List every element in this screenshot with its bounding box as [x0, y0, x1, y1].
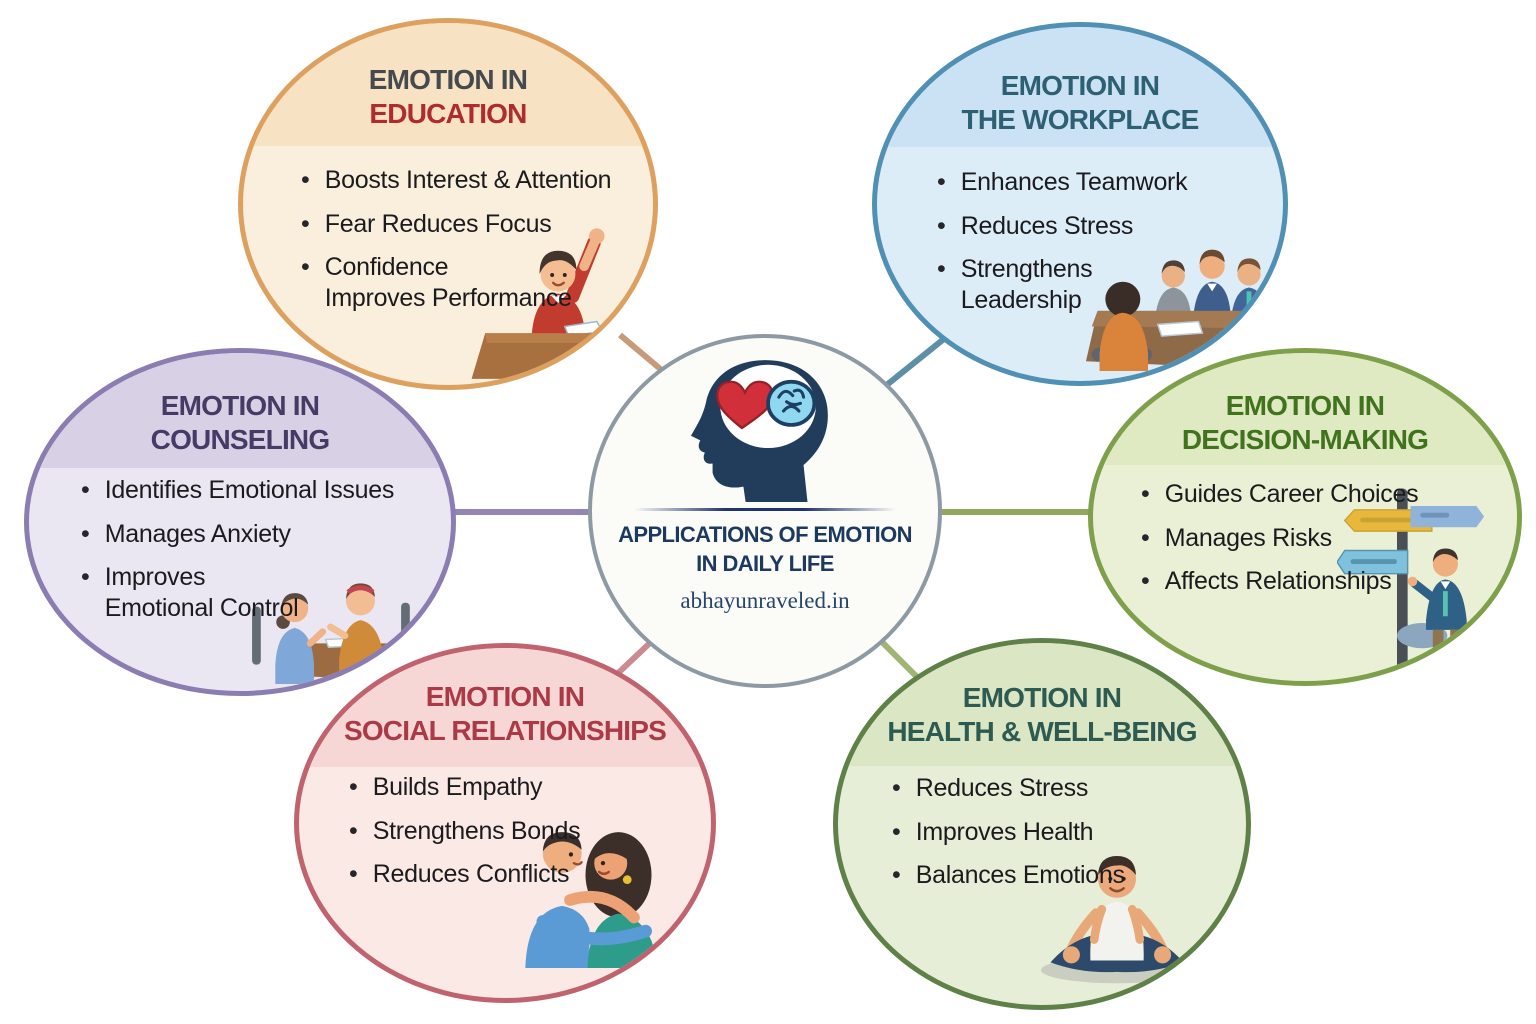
bullet-item: Improves Health [892, 817, 1192, 848]
divider-line [633, 508, 897, 511]
bullet-text: Fear Reduces Focus [324, 209, 552, 238]
bubble-workplace: EMOTION IN THE WORKPLACE Enhances Teamwo… [872, 22, 1288, 386]
bubble-title-line1: EMOTION IN [1225, 390, 1385, 421]
bullet-text: Builds Empathy [372, 773, 543, 801]
bubble-decision-making: EMOTION IN DECISION-MAKING Guides Career… [1088, 348, 1522, 686]
bubble-header-tint [29, 353, 451, 468]
bullet-text: Identifies Emotional Issues [104, 476, 395, 504]
center-title-line1: APPLICATIONS OF EMOTION [618, 522, 912, 547]
bubble-title-line2: SOCIAL RELATIONSHIPS [343, 714, 667, 746]
bullet-item: Enhances Teamwork [937, 167, 1237, 198]
bullet-item: Boosts Interest & Attention [301, 165, 631, 196]
website-text: abhayunraveled.in [680, 588, 850, 614]
bubble-title-line1: EMOTION IN [425, 681, 585, 712]
bubble-health-well-being: EMOTION IN HEALTH & WELL-BEING Reduces S… [833, 638, 1251, 1010]
bullet-text: Strengthens Leadership [960, 255, 1093, 314]
bullet-text: Confidence Improves Performance [324, 253, 572, 312]
bullet-list-decision-making: Guides Career Choices Manages Risks Affe… [1141, 479, 1471, 610]
bullet-item: Reduces Stress [937, 211, 1237, 242]
bullet-item: Reduces Conflicts [349, 859, 649, 890]
bullet-text: Enhances Teamwork [960, 168, 1188, 196]
bullet-item: Affects Relationships [1141, 566, 1471, 597]
bullet-item: Manages Anxiety [81, 519, 421, 550]
bubble-title-line1: EMOTION IN [368, 64, 528, 95]
bubble-title-social-relationships: EMOTION IN SOCIAL RELATIONSHIPS [299, 680, 711, 747]
bullet-item: Reduces Stress [892, 773, 1192, 804]
bubble-title-education: EMOTION IN EDUCATION [243, 63, 653, 130]
bullet-text: Improves Health [915, 817, 1094, 846]
bubble-title-line1: EMOTION IN [1000, 70, 1160, 101]
bullet-text: Strengthens Bonds [372, 816, 581, 845]
bubble-title-line1: EMOTION IN [160, 390, 320, 421]
bullet-item: Fear Reduces Focus [301, 209, 631, 240]
bubble-title-decision-making: EMOTION IN DECISION-MAKING [1093, 389, 1517, 456]
bullet-item: Manages Risks [1141, 523, 1471, 554]
bullet-text: Affects Relationships [1164, 567, 1392, 595]
head-heart-brain-icon [691, 360, 828, 502]
bubble-title-line2: HEALTH & WELL-BEING [887, 715, 1197, 747]
bubble-title-line2: THE WORKPLACE [961, 103, 1200, 135]
bullet-item: Balances Emotions [892, 860, 1192, 891]
bullet-list-education: Boosts Interest & Attention Fear Reduces… [301, 165, 631, 326]
bullet-text: Boosts Interest & Attention [324, 166, 612, 194]
bullet-list-health-well-being: Reduces Stress Improves Health Balances … [892, 773, 1192, 904]
bullet-list-workplace: Enhances Teamwork Reduces Stress Strengt… [937, 167, 1237, 328]
bubble-header-tint [1093, 353, 1517, 465]
brain-icon [766, 379, 817, 427]
bullet-item: Confidence Improves Performance [301, 252, 631, 313]
center-title-line2: IN DAILY LIFE [696, 550, 834, 576]
bullet-text: Reduces Stress [960, 211, 1134, 240]
bubble-title-line1: EMOTION IN [962, 682, 1122, 713]
bubble-header-tint [299, 648, 711, 767]
bullet-item: Builds Empathy [349, 772, 649, 803]
bubble-header-tint [877, 27, 1283, 148]
bubble-title-workplace: EMOTION IN THE WORKPLACE [877, 69, 1283, 136]
bullet-text: Reduces Stress [915, 774, 1089, 802]
bullet-text: Improves Emotional Control [104, 563, 299, 622]
bubble-education: EMOTION IN EDUCATION Boosts Interest & A… [238, 18, 658, 390]
bullet-item: Strengthens Bonds [349, 816, 649, 847]
bubble-header-tint [243, 23, 653, 147]
bullet-text: Balances Emotions [915, 861, 1125, 889]
bubble-title-line2: DECISION-MAKING [1181, 423, 1429, 455]
bullet-item: Guides Career Choices [1141, 479, 1471, 510]
bullet-text: Manages Risks [1164, 523, 1332, 552]
center-circle: APPLICATIONS OF EMOTION IN DAILY LIFE ab… [588, 334, 942, 688]
bullet-item: Improves Emotional Control [81, 562, 421, 623]
bullet-text: Guides Career Choices [1164, 480, 1419, 508]
center-title: APPLICATIONS OF EMOTION IN DAILY LIFE [618, 521, 912, 578]
bullet-list-counseling: Identifies Emotional Issues Manages Anxi… [81, 475, 421, 636]
bullet-item: Strengthens Leadership [937, 254, 1237, 315]
bubble-social-relationships: EMOTION IN SOCIAL RELATIONSHIPS Builds E… [294, 643, 716, 1003]
bubble-title-line2: COUNSELING [150, 423, 330, 455]
bubble-header-tint [838, 643, 1246, 767]
bullet-item: Identifies Emotional Issues [81, 475, 421, 506]
bullet-text: Manages Anxiety [104, 519, 291, 548]
bubble-title-health-well-being: EMOTION IN HEALTH & WELL-BEING [838, 681, 1246, 748]
bullet-list-social-relationships: Builds Empathy Strengthens Bonds Reduces… [349, 772, 649, 903]
bubble-title-counseling: EMOTION IN COUNSELING [29, 389, 451, 456]
bubble-counseling: EMOTION IN COUNSELING Identifies Emotion… [24, 348, 456, 696]
bullet-text: Reduces Conflicts [372, 860, 570, 888]
bubble-title-line2: EDUCATION [369, 97, 527, 129]
